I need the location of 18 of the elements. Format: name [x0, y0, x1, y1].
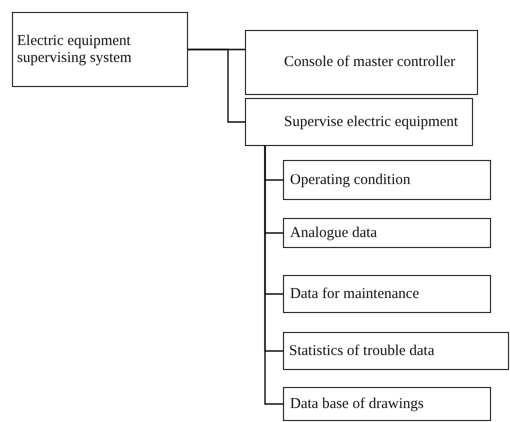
process-box: [12, 12, 188, 87]
process-box: [245, 30, 478, 95]
box-label: Data for maintenance: [290, 286, 420, 302]
process-box: [283, 332, 509, 370]
box-label: Console of master controller: [284, 54, 456, 71]
process-box: [283, 160, 491, 200]
connector-line: [264, 146, 283, 405]
process-box: [283, 387, 491, 421]
process-box: [245, 98, 473, 146]
box-label: Analogue data: [290, 224, 378, 242]
connector-line: [188, 48, 245, 123]
box-label: Statistics of trouble data: [289, 342, 434, 360]
box-label: Supervise electric equipment: [284, 114, 458, 130]
process-box: [283, 218, 491, 248]
box-label: Data base of drawings: [290, 396, 424, 412]
process-box: [283, 275, 491, 313]
box-label: Electric equipment supervising system: [17, 32, 133, 66]
box-label: Operating condition: [290, 172, 410, 188]
